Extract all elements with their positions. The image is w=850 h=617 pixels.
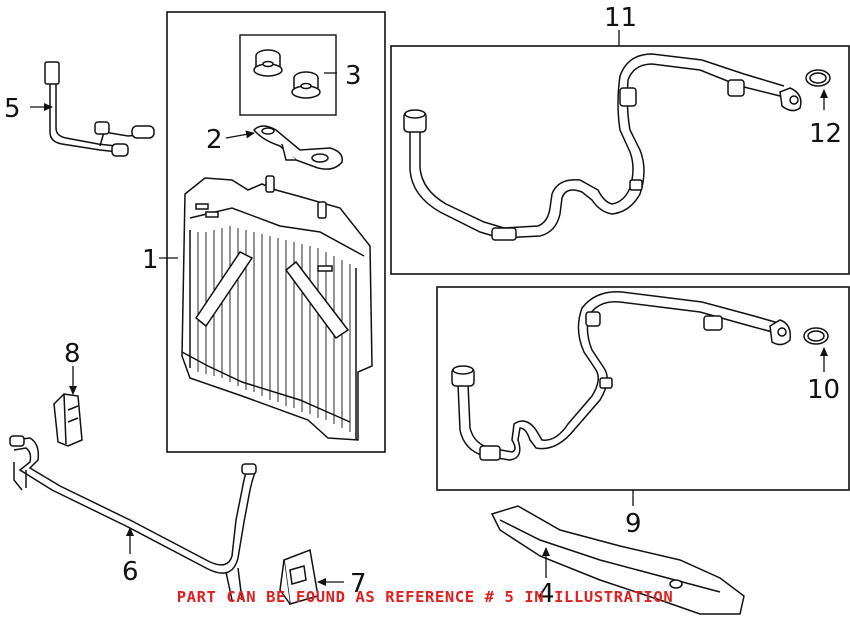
callout-4: 4	[538, 579, 555, 609]
callout-11: 11	[604, 3, 637, 33]
part-3-radiator-mounts[interactable]	[253, 49, 321, 99]
part-1-radiator[interactable]	[181, 175, 373, 441]
leader-lines	[30, 30, 828, 586]
part-10-seal-ring[interactable]	[803, 327, 829, 345]
callout-5: 5	[4, 94, 21, 124]
reference-note: PART CAN BE FOUND AS REFERENCE # 5 IN IL…	[176, 588, 674, 606]
callout-12: 12	[809, 119, 842, 149]
mount-kit-frame	[239, 34, 337, 116]
radiator-group-frame	[166, 11, 386, 453]
lower-hose-frame	[436, 286, 850, 491]
part-7-bracket[interactable]	[279, 548, 319, 605]
callout-3: 3	[345, 61, 362, 91]
callout-9: 9	[625, 509, 642, 539]
part-5-wiring-harness[interactable]	[44, 61, 155, 157]
part-4-air-duct-shield[interactable]	[490, 505, 745, 615]
callout-6: 6	[122, 557, 139, 587]
part-12-seal-ring[interactable]	[805, 69, 831, 87]
callout-1: 1	[142, 245, 159, 275]
part-9-lower-oil-cooler-hose[interactable]	[451, 291, 792, 461]
part-8-clip[interactable]	[53, 393, 83, 447]
upper-hose-frame	[390, 45, 850, 275]
callout-8: 8	[64, 339, 81, 369]
part-6-oil-cooler-lines[interactable]	[9, 435, 257, 601]
part-11-upper-oil-cooler-hose[interactable]	[403, 53, 802, 241]
part-2-bracket[interactable]	[252, 125, 343, 170]
callout-2: 2	[206, 125, 223, 155]
callout-10: 10	[807, 375, 840, 405]
callout-7: 7	[350, 569, 367, 599]
